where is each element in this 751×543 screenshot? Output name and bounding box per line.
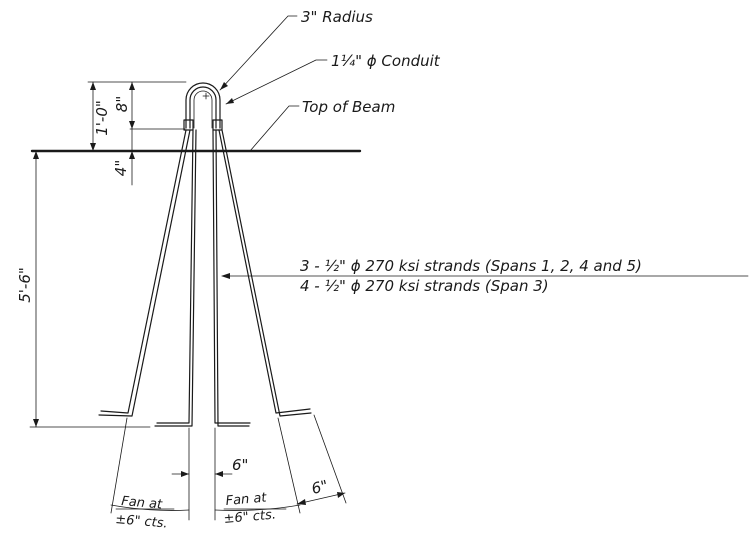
dim-hook: 6" xyxy=(310,476,330,497)
radius-label: 3" Radius xyxy=(301,8,373,26)
leaders xyxy=(219,15,749,279)
dim-embed: 4" xyxy=(112,160,130,176)
fan-left-line1: Fan at xyxy=(121,494,164,513)
dim-gap: 6" xyxy=(232,456,248,474)
strands-label-1: 3 - ½" ϕ 270 ksi strands (Spans 1, 2, 4 … xyxy=(300,257,642,275)
conduit-loop xyxy=(183,82,223,131)
fan-left-line2: ±6" cts. xyxy=(115,512,169,532)
dim-loop-height: 8" xyxy=(113,96,131,112)
strands-label-2: 4 - ½" ϕ 270 ksi strands (Span 3) xyxy=(300,277,549,295)
fan-right-line1: Fan at xyxy=(225,490,268,509)
conduit-label: 1¼" ϕ Conduit xyxy=(331,52,441,70)
top-of-beam-label: Top of Beam xyxy=(302,98,395,116)
dim-depth: 5'-6" xyxy=(16,267,34,303)
bottom-dimensions xyxy=(110,414,347,521)
fan-right-line2: ±6" cts. xyxy=(223,507,277,527)
strands xyxy=(98,129,312,427)
left-dimensions xyxy=(29,81,187,428)
dim-overall-above: 1'-0" xyxy=(93,100,111,136)
